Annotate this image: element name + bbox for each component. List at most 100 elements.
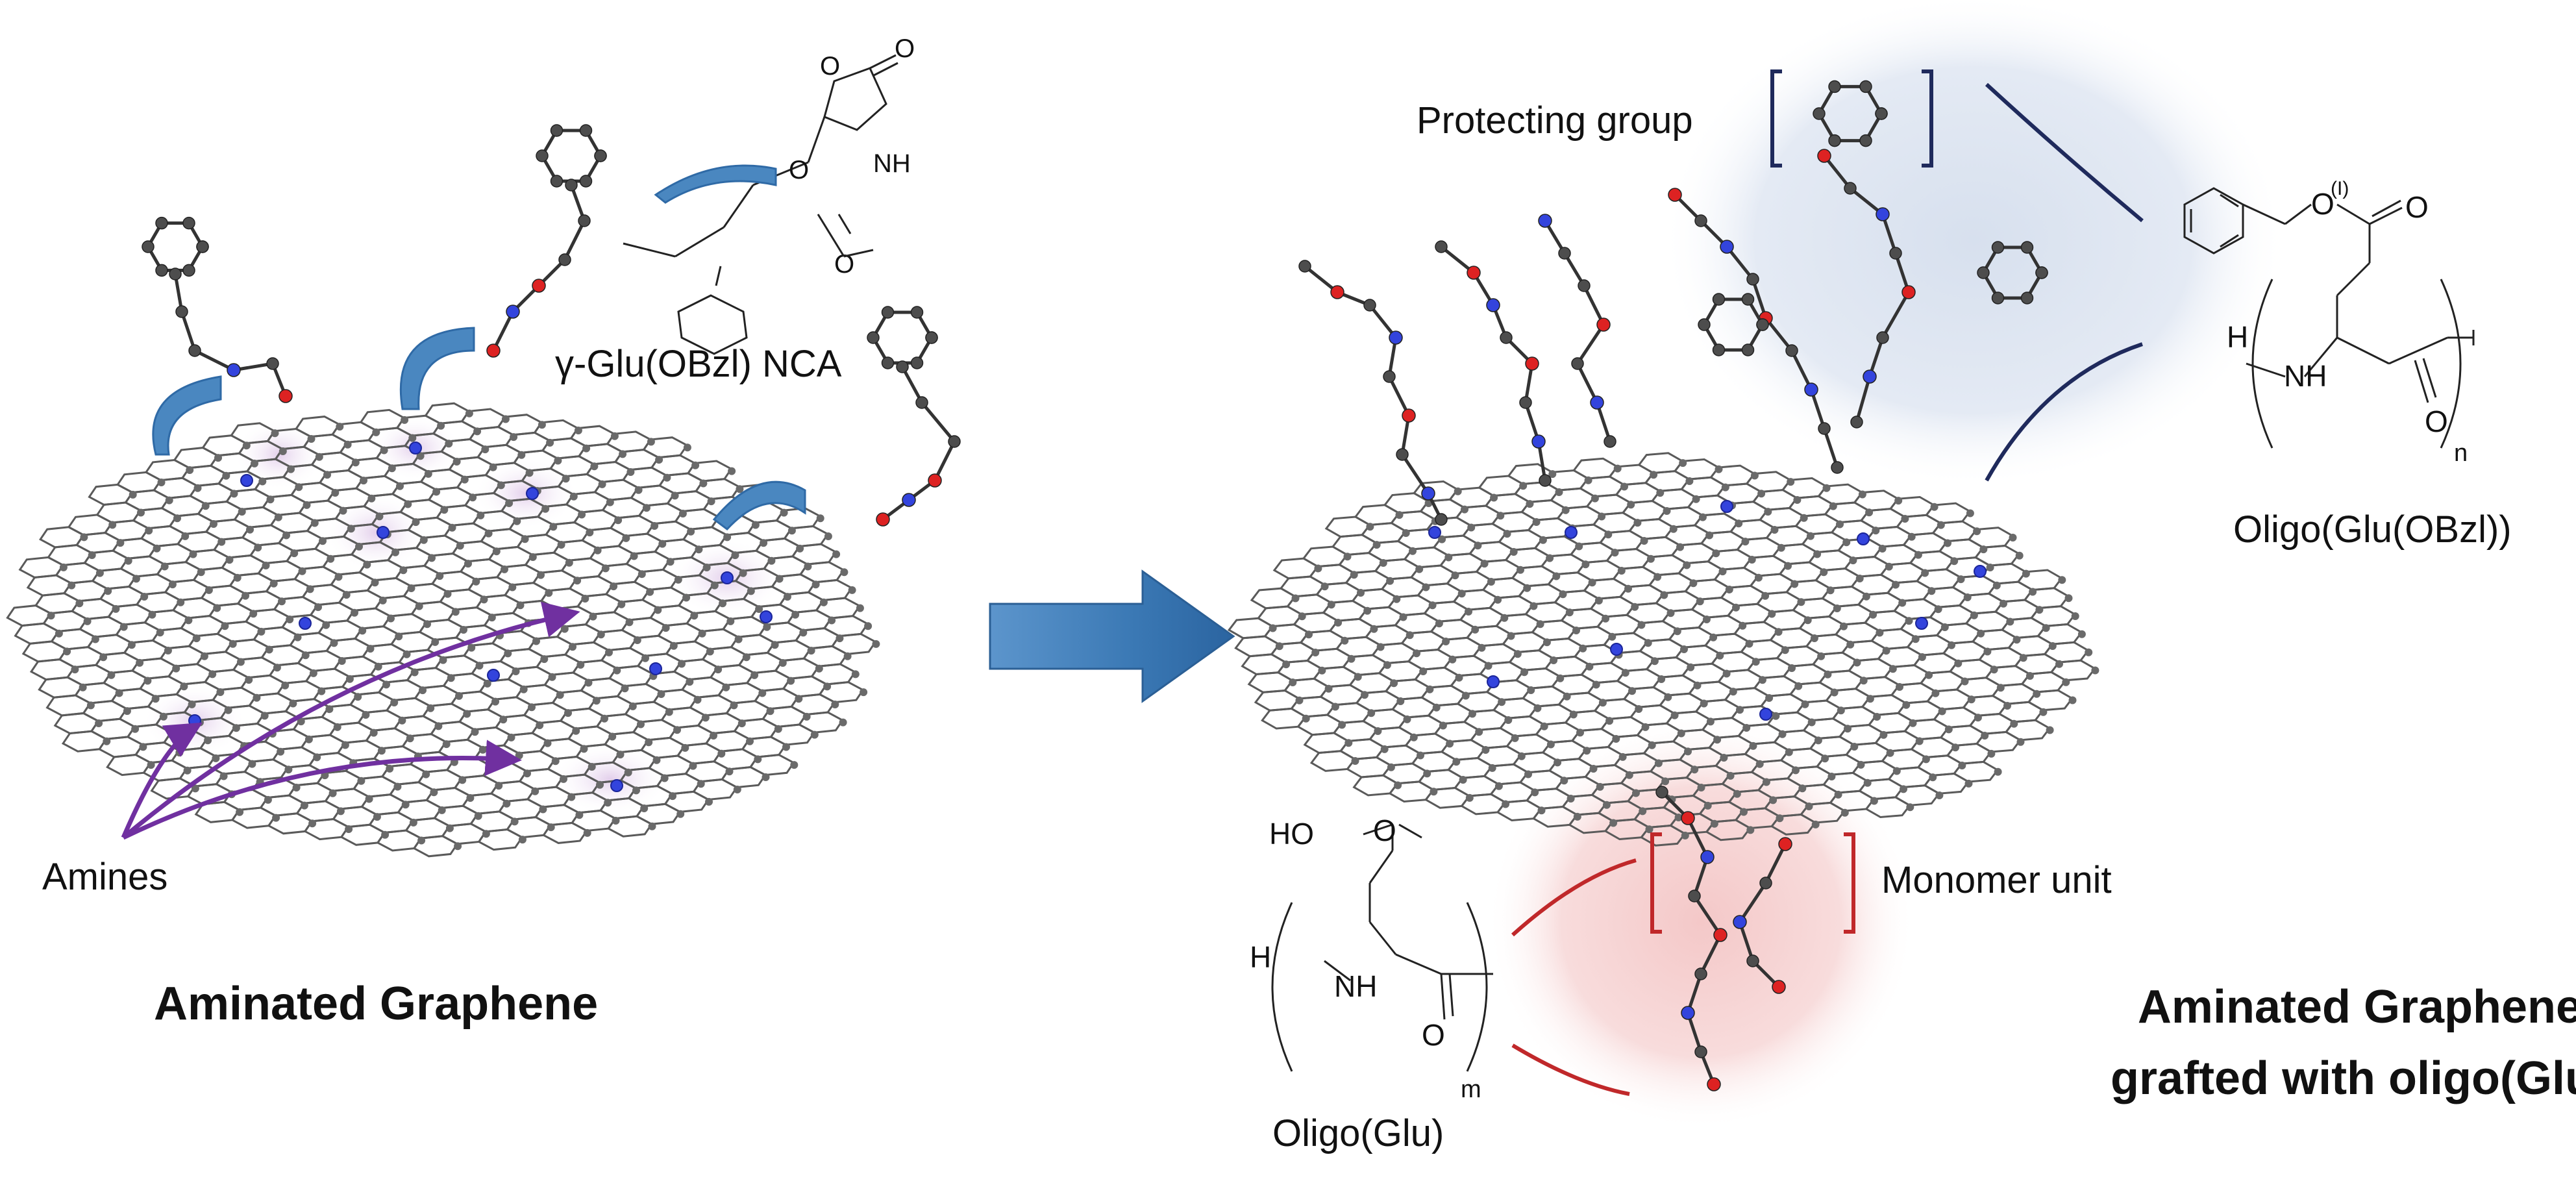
- carbon-atom: [169, 268, 182, 280]
- carbon-atom: [1977, 266, 1990, 279]
- nitrogen-atom: [902, 493, 916, 507]
- carbon-atom: [1648, 741, 1656, 749]
- carbon-atom: [242, 442, 251, 450]
- obzl-h: H: [2227, 320, 2248, 354]
- oxygen-atom: [279, 389, 293, 403]
- carbon-atom: [184, 616, 193, 625]
- carbon-atom: [734, 635, 743, 643]
- carbon-atom: [1331, 703, 1339, 711]
- carbon-atom: [439, 656, 447, 664]
- curved-arrow-icon: [712, 480, 806, 531]
- nitrogen-atom: [299, 617, 312, 630]
- carbon-atom: [2071, 612, 2079, 620]
- carbon-atom: [290, 549, 299, 558]
- carbon-atom: [475, 662, 484, 670]
- carbon-atom: [1992, 581, 2001, 590]
- carbon-atom: [1561, 506, 1570, 514]
- carbon-atom: [2091, 666, 2099, 675]
- carbon-atom: [455, 691, 463, 700]
- carbon-atom: [99, 653, 108, 662]
- carbon-atom: [1787, 478, 1795, 486]
- carbon-atom: [437, 421, 445, 430]
- carbon-atom: [590, 462, 599, 471]
- carbon-atom: [762, 773, 770, 781]
- carbon-atom: [1931, 689, 1940, 697]
- carbon-atom: [1703, 801, 1712, 810]
- carbon-atom: [1423, 769, 1431, 778]
- carbon-atom: [286, 616, 294, 623]
- carbon-atom: [1646, 554, 1655, 563]
- carbon-atom: [560, 625, 569, 633]
- nitrogen-atom: [1915, 617, 1928, 630]
- carbon-atom: [626, 468, 635, 476]
- carbon-atom: [103, 737, 111, 745]
- nca-structure: [623, 54, 898, 355]
- carbon-atom: [642, 504, 650, 512]
- carbon-atom: [137, 508, 145, 517]
- carbon-atom: [422, 770, 430, 778]
- carbon-atom: [739, 569, 747, 577]
- carbon-atom: [213, 604, 221, 612]
- carbon-atom: [2012, 636, 2021, 644]
- carbon-atom: [1973, 527, 1981, 536]
- carbon-atom: [1631, 603, 1639, 611]
- nitrogen-atom: [1486, 298, 1500, 312]
- carbon-atom: [1613, 464, 1622, 473]
- carbon-atom: [1354, 673, 1362, 681]
- nitrogen-atom: [1876, 207, 1890, 221]
- carbon-atom: [2000, 599, 2007, 608]
- molecular-bond: [1576, 323, 1605, 365]
- carbon-atom: [307, 435, 316, 443]
- carbon-atom: [145, 527, 153, 535]
- carbon-atom: [482, 830, 490, 838]
- carbon-atom: [787, 677, 795, 685]
- carbon-atom: [167, 730, 176, 739]
- carbon-atom: [747, 587, 755, 595]
- carbon-atom: [1693, 681, 1702, 690]
- carbon-atom: [365, 795, 373, 803]
- carbon-atom: [1721, 483, 1729, 492]
- carbon-atom: [1944, 539, 1951, 547]
- carbon-atom: [807, 647, 815, 655]
- carbon-atom: [1781, 646, 1789, 654]
- carbon-atom: [1683, 561, 1691, 569]
- nca-exo-o-left: O: [789, 156, 809, 184]
- carbon-atom: [605, 648, 613, 656]
- carbon-atom: [339, 506, 347, 515]
- carbon-atom: [1785, 344, 1798, 357]
- carbon-atom: [1991, 292, 2005, 305]
- carbon-atom: [1938, 707, 1946, 716]
- carbon-atom: [1387, 763, 1395, 771]
- carbon-atom: [373, 813, 381, 821]
- carbon-atom: [733, 786, 741, 793]
- carbon-atom: [1509, 548, 1518, 556]
- carbon-atom: [132, 575, 140, 583]
- carbon-atom: [754, 755, 762, 764]
- carbon-atom: [1785, 748, 1793, 756]
- carbon-atom: [525, 469, 534, 477]
- carbon-atom: [1403, 715, 1411, 723]
- carbon-atom: [1611, 549, 1619, 557]
- carbon-atom: [334, 573, 343, 581]
- carbon-atom: [396, 482, 404, 490]
- carbon-atom: [910, 306, 924, 319]
- carbon-atom: [282, 531, 290, 540]
- carbon-atom: [614, 516, 623, 525]
- carbon-atom: [1524, 770, 1532, 778]
- carbon-atom: [1954, 659, 1963, 667]
- carbon-atom: [1905, 617, 1913, 625]
- carbon-atom: [579, 124, 593, 137]
- molecular-bond: [933, 440, 956, 482]
- carbon-atom: [1542, 638, 1551, 647]
- carbon-atom: [673, 726, 681, 734]
- carbon-atom: [586, 529, 594, 537]
- oligo-glu-label: Oligo(Glu): [1272, 1112, 1444, 1154]
- carbon-atom: [1865, 508, 1874, 517]
- carbon-atom: [336, 807, 345, 816]
- carbon-atom: [1454, 487, 1462, 495]
- carbon-atom: [1935, 791, 1944, 799]
- carbon-atom: [1612, 735, 1620, 743]
- carbon-atom: [546, 438, 554, 447]
- carbon-atom: [1413, 649, 1420, 658]
- oxygen-atom: [1330, 285, 1344, 299]
